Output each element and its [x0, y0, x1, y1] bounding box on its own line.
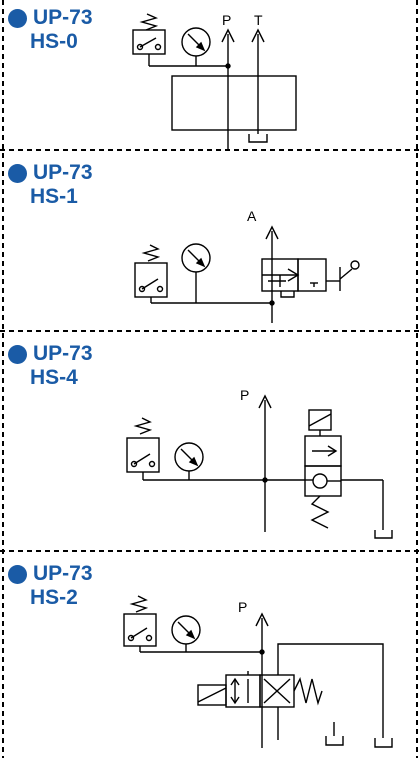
pressure-switch-symbol [132, 13, 166, 66]
panel-title: UP-73 HS-1 [8, 161, 93, 209]
model-label: UP-73 [33, 161, 93, 184]
bullet-dot [8, 163, 27, 183]
directional-valve-symbol [197, 671, 323, 740]
bullet-dot [8, 8, 27, 28]
panel-hs-0: UP-73 HS-0 P T [0, 0, 420, 150]
panel-title: UP-73 HS-0 [8, 6, 93, 54]
port-label-p: P [238, 599, 247, 615]
model-label: UP-73 [33, 342, 93, 365]
pressure-switch-symbol [126, 417, 160, 480]
pressure-switch-symbol [123, 595, 157, 652]
pressure-gauge-symbol [181, 243, 211, 303]
pressure-gauge-symbol [174, 442, 204, 480]
model-label: UP-73 [33, 6, 93, 29]
tank-symbol [248, 134, 268, 143]
panel-hs-4: UP-73 HS-4 P [0, 332, 420, 551]
variant-label: HS-4 [30, 366, 78, 389]
tank-symbol [325, 736, 344, 746]
circuit-hs-0: P T [132, 12, 297, 150]
variant-label: HS-0 [30, 30, 78, 53]
solenoid-valve-symbol [304, 409, 342, 529]
model-label: UP-73 [33, 562, 93, 585]
tank-symbol [374, 738, 393, 748]
port-label-a: A [247, 208, 257, 224]
variant-label: HS-1 [30, 185, 78, 208]
tank-symbol [374, 530, 393, 539]
pressure-switch-symbol [134, 244, 168, 303]
bullet-dot [8, 344, 27, 364]
circuit-hs-1: A [134, 208, 360, 323]
pump-block [171, 75, 297, 131]
panel-hs-1: UP-73 HS-1 A [0, 151, 420, 331]
circuit-hs-2: P [123, 595, 393, 748]
pressure-gauge-symbol [171, 615, 201, 652]
pressure-gauge-symbol [181, 27, 211, 66]
panel-title: UP-73 HS-4 [8, 342, 93, 390]
tank-symbol [280, 291, 295, 298]
circuit-hs-4: P [126, 387, 393, 539]
valve-symbol [261, 258, 360, 298]
panel-hs-2: UP-73 HS-2 P [0, 552, 420, 758]
port-label-t: T [254, 12, 263, 28]
port-label-p: P [222, 12, 231, 28]
variant-label: HS-2 [30, 586, 78, 609]
lever-knob-icon [350, 260, 360, 270]
panel-title: UP-73 HS-2 [8, 562, 93, 610]
port-label-p: P [240, 387, 249, 403]
bullet-dot [8, 564, 27, 584]
